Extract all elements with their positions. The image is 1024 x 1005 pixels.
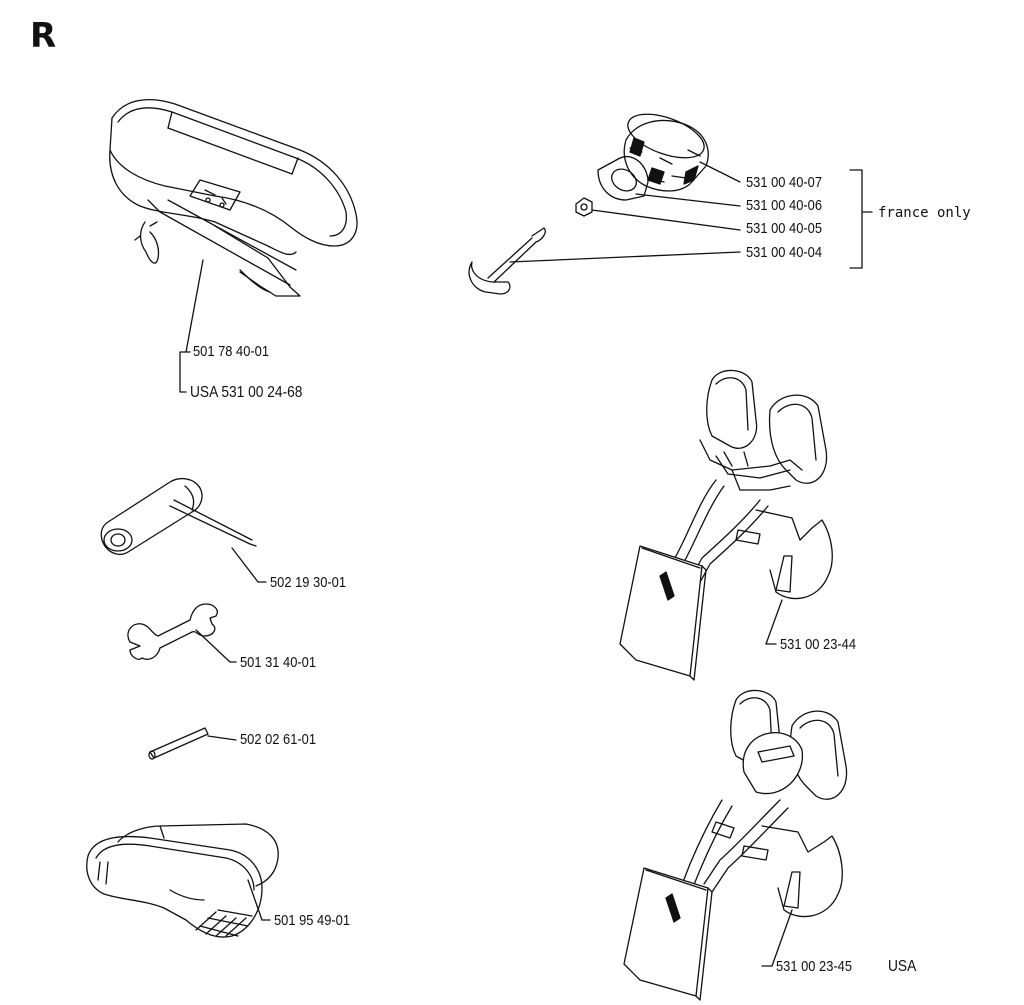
goggles-drawing — [87, 824, 278, 937]
pin-leader — [208, 736, 236, 740]
combination-wrench-leader — [196, 630, 236, 662]
france-bracket — [850, 170, 872, 268]
pin-drawing — [149, 728, 208, 759]
goggles-leader — [248, 880, 270, 920]
harness-usa-drawing — [624, 690, 847, 1000]
label-hook-bolt: 531 00 40-04 — [746, 244, 823, 261]
label-harness-strap-usa: USA 531 00 24-68 — [190, 384, 303, 401]
label-france-only: france only — [878, 205, 971, 221]
label-harness-usa: 531 00 23-45 — [776, 958, 853, 975]
label-harness-strap: 501 78 40-01 — [193, 343, 270, 360]
plug-wrench-drawing — [101, 479, 256, 555]
harness-usa-leader — [762, 910, 792, 966]
label-goggles: 501 95 49-01 — [274, 912, 351, 929]
label-plug-wrench: 502 19 30-01 — [270, 574, 347, 591]
shoulder-strap-drawing — [110, 100, 357, 296]
plug-wrench-leader — [232, 548, 266, 582]
label-harness-usa-suffix: USA — [888, 958, 917, 975]
strap-leader-lines — [180, 260, 203, 392]
label-nut: 531 00 40-05 — [746, 220, 823, 237]
label-washer: 531 00 40-06 — [746, 197, 823, 214]
combination-wrench-drawing — [128, 604, 217, 659]
knob-leader-lines — [510, 162, 740, 262]
harness-leader — [766, 600, 782, 644]
section-letter: R — [30, 16, 57, 56]
label-harness-std: 531 00 23-44 — [780, 636, 857, 653]
label-combination-wrench: 501 31 40-01 — [240, 654, 317, 671]
label-pin: 502 02 61-01 — [240, 731, 317, 748]
nut-drawing — [576, 198, 592, 216]
harness-drawing — [620, 370, 832, 680]
washer-drawing — [598, 157, 648, 200]
label-knob: 531 00 40-07 — [746, 174, 823, 191]
